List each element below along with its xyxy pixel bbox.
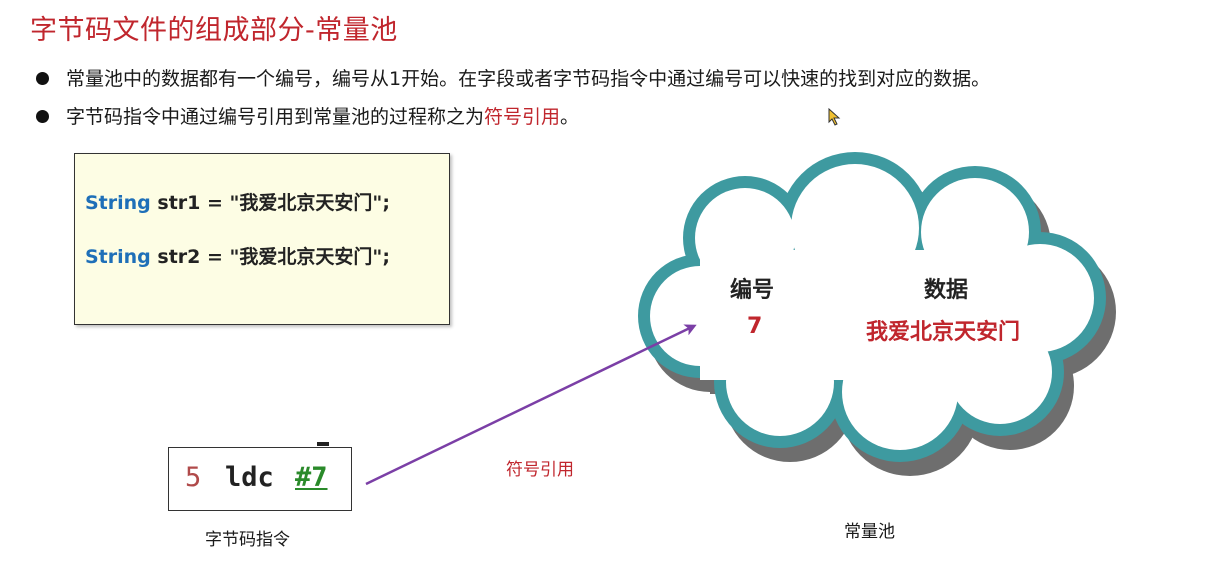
bullet-text: 字节码指令中通过编号引用到常量池的过程称之为 [66, 106, 485, 128]
bullet-item: 常量池中的数据都有一个编号，编号从1开始。在字段或者字节码指令中通过编号可以快速… [36, 62, 990, 100]
code-keyword: String [85, 192, 151, 214]
pool-data-value: 我爱北京天安门 [866, 320, 1021, 345]
bullet-dot-icon [36, 110, 49, 123]
symbol-reference-arrow [365, 324, 697, 486]
bullet-list: 常量池中的数据都有一个编号，编号从1开始。在字段或者字节码指令中通过编号可以快速… [36, 62, 990, 138]
pool-index-value: 7 [747, 314, 763, 339]
bytecode-index: 5 [185, 462, 202, 493]
bullet-dot-icon [36, 72, 49, 85]
code-text: str1 = "我爱北京天安门"; [150, 192, 390, 214]
pool-index-header: 编号 [730, 278, 775, 303]
tick-mark [317, 442, 329, 446]
pool-data-header: 数据 [924, 278, 969, 303]
code-box: String str1 = "我爱北京天安门"; String str2 = "… [74, 153, 450, 325]
bytecode-instruction-box: 5 ldc #7 [168, 442, 352, 511]
highlight-term: 符号引用 [484, 106, 561, 128]
bytecode-caption: 字节码指令 [205, 530, 290, 550]
cloud-fill [650, 164, 1094, 450]
code-keyword: String [85, 246, 151, 268]
bullet-item: 字节码指令中通过编号引用到常量池的过程称之为符号引用。 [36, 100, 990, 138]
mouse-cursor-icon [828, 108, 841, 126]
arrow-label: 符号引用 [506, 460, 574, 480]
code-line: String str1 = "我爱北京天安门"; [85, 188, 390, 215]
bytecode-opcode: ldc [225, 462, 274, 493]
pool-caption: 常量池 [844, 522, 895, 542]
code-line: String str2 = "我爱北京天安门"; [85, 242, 390, 269]
bytecode-operand: #7 [295, 462, 328, 493]
code-text: str2 = "我爱北京天安门"; [150, 246, 390, 268]
slide-title: 字节码文件的组成部分-常量池 [30, 15, 398, 46]
bullet-text-end: 。 [560, 106, 580, 128]
bullet-text: 常量池中的数据都有一个编号，编号从1开始。在字段或者字节码指令中通过编号可以快速… [66, 68, 991, 90]
